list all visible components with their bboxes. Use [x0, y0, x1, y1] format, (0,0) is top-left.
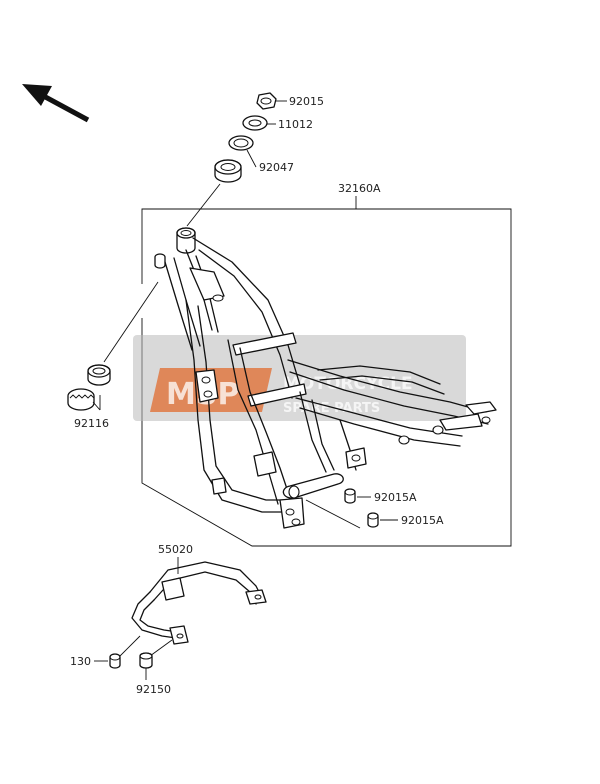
bolt-92015A-lower: [305, 499, 398, 529]
steering-bearing-92047: [186, 135, 257, 227]
assembly-outline: [141, 196, 512, 547]
stem-nut-92015: [256, 92, 287, 110]
label-92015: 92015: [289, 95, 324, 108]
front-direction-arrow-icon: [22, 84, 90, 123]
guard-55020: [131, 557, 267, 645]
label-92047: 92047: [259, 161, 294, 174]
frame-32160A: [154, 227, 497, 529]
label-55020: 55020: [158, 543, 193, 556]
bolt-92015A-upper: [344, 488, 371, 504]
bolt-92150: [139, 639, 173, 680]
label-32160A: 32160A: [338, 182, 381, 195]
watermark: MSP MOTORCYCLE SPARE PARTS: [133, 335, 466, 421]
label-130: 130: [70, 655, 91, 668]
label-92015A-upper: 92015A: [374, 491, 417, 504]
watermark-line2: SPARE PARTS: [283, 401, 380, 416]
lower-bearing-92116: [67, 281, 159, 411]
label-11012: 11012: [278, 118, 313, 131]
bolt-130: [94, 635, 141, 669]
label-92015A-lower: 92015A: [401, 514, 444, 527]
label-92150: 92150: [136, 683, 171, 696]
washer-11012: [242, 115, 276, 131]
watermark-line1: MOTORCYCLE: [283, 374, 413, 394]
label-92116: 92116: [74, 417, 109, 430]
